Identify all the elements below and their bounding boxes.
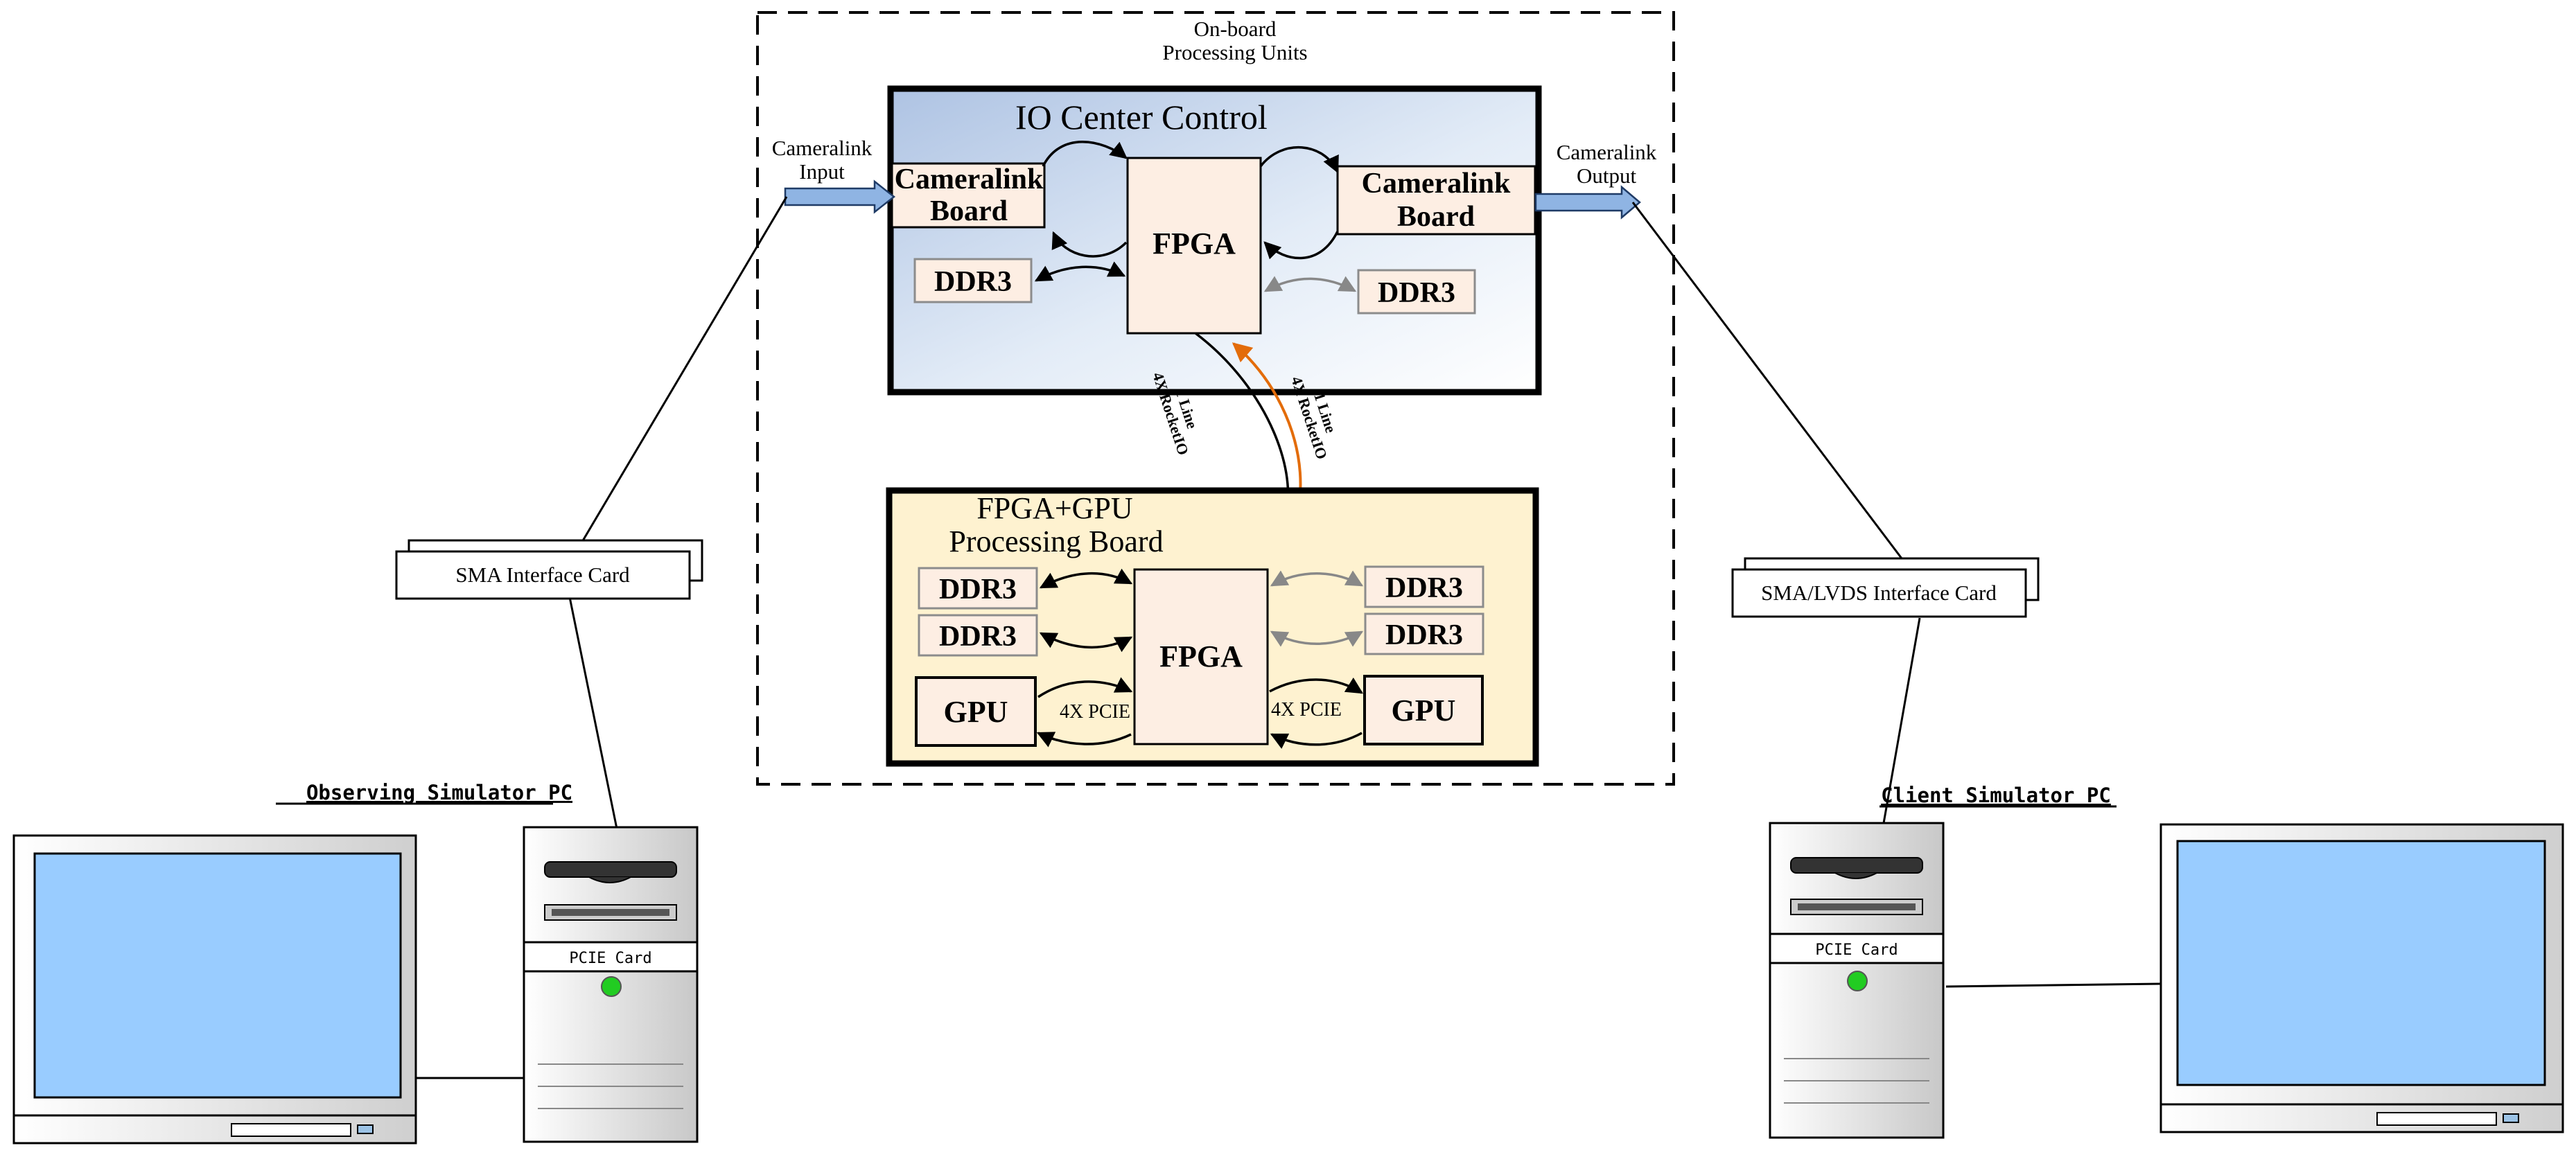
gpu-ddr3-left-1-label: DDR3 (939, 574, 1017, 606)
cameralink-output: Cameralink Output (1534, 140, 1657, 220)
left-cameralink-board-line1: Cameralink (895, 164, 1044, 195)
output-arrow (1534, 185, 1641, 220)
observing-simulator-pc: Observing Simulator PC PCIE Card (12, 781, 699, 1145)
output-label-line2: Output (1577, 164, 1637, 188)
pcie-left-label: 4X PCIE (1060, 701, 1130, 723)
io-fpga-label: FPGA (1153, 227, 1236, 260)
gpu-right (1363, 675, 1484, 745)
arrow-gpu-right-to-fpga (1270, 732, 1363, 749)
client-simulator-pc: Client Simulator PC PCIE Card (1769, 784, 2564, 1139)
arrow-fpga-to-gpu-right (1269, 677, 1364, 694)
arrow-gpu-fpga-ddr3-left-2 (1039, 632, 1133, 653)
sma-lvds-interface-card: SMA/LVDS Interface Card (1731, 557, 2040, 618)
io-ddr3-right (1357, 269, 1476, 315)
observing-pcie-card (523, 941, 699, 973)
gpu-ddr3-right-1-label: DDR3 (1385, 572, 1463, 604)
gpu-ddr3-left-2 (918, 614, 1038, 657)
client-drive-bay-1 (1790, 857, 1923, 874)
arrow-right-clboard-to-fpga (1263, 231, 1339, 260)
arrow-gpu-fpga-ddr3-right-1 (1270, 570, 1364, 587)
observing-pc-title: Observing Simulator PC (306, 781, 572, 804)
client-pc-title: Client Simulator PC (1881, 784, 2111, 807)
gpu-board-title-line1: FPGA+GPU (976, 491, 1132, 525)
observing-drive-bay-1 (544, 861, 677, 878)
io-fpga (1126, 157, 1262, 335)
gpu-board-fpga-label: FPGA (1159, 639, 1243, 673)
client-pcie-card-label: PCIE Card (1815, 942, 1898, 959)
sma-interface-card: SMA Interface Card (395, 539, 703, 600)
arrow-fpga-ddr3-right (1263, 276, 1357, 292)
client-monitor-screen (2176, 840, 2546, 1086)
right-cameralink-board-line1: Cameralink (1362, 168, 1511, 200)
onboard-title-line1: On-board (1194, 17, 1277, 41)
gpu-left (915, 676, 1037, 747)
gpu-right-label: GPU (1392, 694, 1456, 727)
arrow-clboard-to-fpga (1042, 141, 1128, 167)
gpu-board-fpga (1133, 568, 1269, 745)
sma-interface-card-label: SMA Interface Card (455, 563, 630, 587)
left-cameralink-board-line2: Board (930, 195, 1008, 227)
observing-monitor-base (12, 1114, 417, 1145)
observing-power-led-icon (601, 976, 622, 997)
io-ddr3-left-label: DDR3 (934, 266, 1012, 298)
right-cameralink-board-line2: Board (1397, 201, 1475, 233)
client-monitor-power-icon (2503, 1113, 2519, 1123)
gpu-ddr3-right-2-label: DDR3 (1385, 619, 1463, 651)
observing-monitor-screen (33, 852, 402, 1099)
sma-lvds-interface-card-label: SMA/LVDS Interface Card (1761, 581, 1997, 605)
arrow-fpga-ddr3-left (1034, 261, 1126, 282)
pcie-right-label: 4X PCIE (1271, 699, 1342, 721)
cameralink-input: Cameralink Input (772, 136, 896, 214)
io-center-control-board: IO Center Control Cameralink Board Camer… (887, 85, 1542, 396)
right-cameralink-board (1336, 165, 1536, 236)
observing-monitor-power-icon (357, 1124, 374, 1134)
io-ddr3-right-label: DDR3 (1378, 277, 1455, 309)
input-label-line1: Cameralink (772, 136, 873, 160)
fpga-gpu-processing-board: FPGA+GPU Processing Board FPGA DDR3 DDR3… (886, 487, 1539, 767)
observing-pcie-card-label: PCIE Card (569, 950, 651, 967)
arrow-gpu-left-to-fpga (1037, 677, 1133, 698)
onboard-processing-units: On-board Processing Units (756, 11, 1675, 786)
gpu-ddr3-right-1 (1364, 565, 1484, 608)
input-label-line2: Input (799, 159, 845, 184)
arrow-gpu-fpga-ddr3-left-1 (1039, 568, 1133, 589)
gpu-board-title-line2: Processing Board (949, 524, 1163, 558)
input-arrow (784, 179, 896, 214)
client-pcie-card (1769, 933, 1945, 964)
arrow-fpga-to-right-clboard (1259, 145, 1339, 174)
io-center-title: IO Center Control (1015, 98, 1268, 136)
gpu-ddr3-right-2 (1364, 612, 1484, 655)
gpu-ddr3-left-2-label: DDR3 (939, 621, 1017, 653)
gpu-left-label: GPU (944, 695, 1008, 729)
io-ddr3-left (913, 258, 1033, 303)
connection-lines (416, 196, 2162, 1079)
onboard-title-line2: Processing Units (1162, 40, 1307, 64)
arrow-gpu-fpga-ddr3-right-2 (1270, 630, 1364, 647)
arrow-fpga-to-clboard (1051, 231, 1128, 258)
left-cameralink-board (891, 162, 1046, 229)
gpu-ddr3-left-1 (918, 567, 1038, 610)
output-label-line1: Cameralink (1557, 140, 1657, 164)
client-power-led-icon (1847, 971, 1868, 991)
arrow-fpga-to-gpu-left (1036, 732, 1132, 748)
